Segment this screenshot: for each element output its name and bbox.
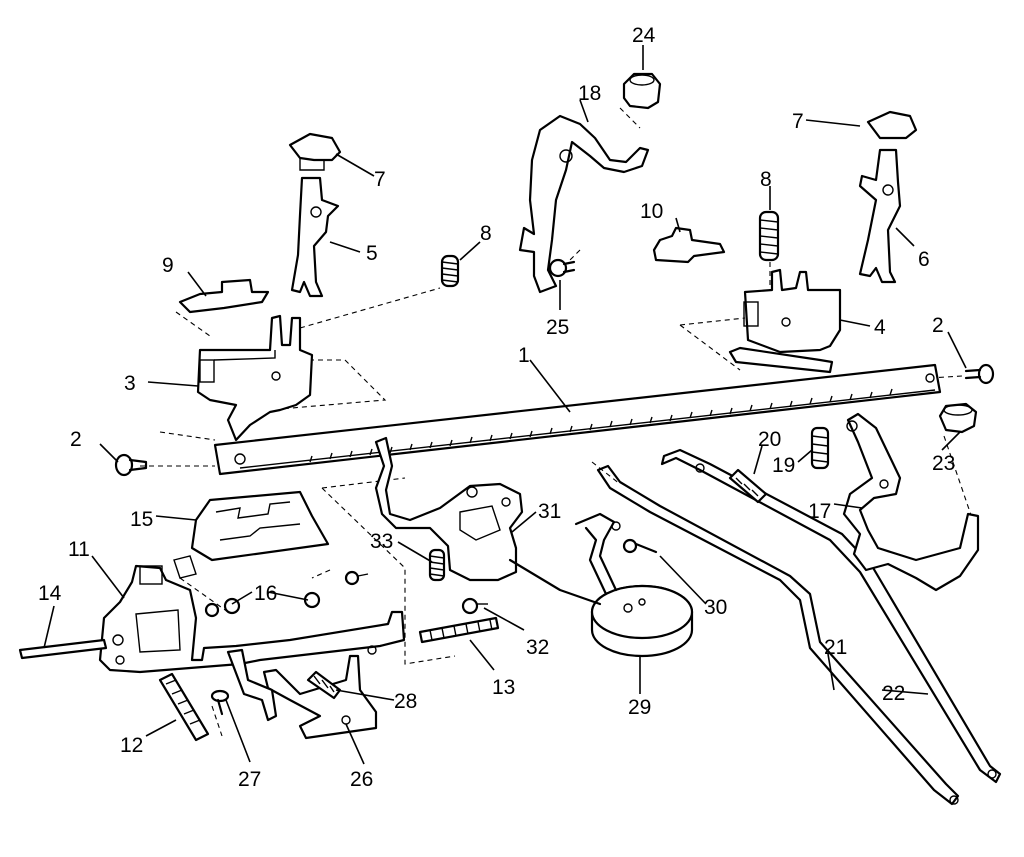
callout-7-right: 7 (792, 110, 804, 133)
callout-7-left: 7 (374, 168, 386, 191)
callout-30: 30 (704, 596, 727, 619)
callout-21: 21 (824, 636, 847, 659)
callout-12: 12 (120, 734, 143, 757)
part-23-cap (938, 402, 978, 434)
callout-labels: 1 2 2 3 4 5 6 7 7 8 8 9 10 11 12 13 14 1… (38, 24, 955, 791)
callout-4: 4 (874, 316, 886, 339)
part-22-long-link (660, 448, 1002, 784)
part-26-lower-lever (226, 648, 378, 740)
callout-8-left: 8 (480, 222, 492, 245)
part-27-screw (210, 689, 230, 716)
part-11-base-plate (98, 564, 406, 674)
part-8-spring-left (440, 254, 460, 288)
callout-15: 15 (130, 508, 153, 531)
callout-13: 13 (492, 676, 515, 699)
part-21-long-link (596, 464, 960, 806)
callout-26: 26 (350, 768, 373, 791)
part-30-screw (622, 538, 658, 554)
callout-25: 25 (546, 316, 569, 339)
assembly-guides (140, 107, 973, 737)
callout-14: 14 (38, 582, 62, 605)
part-15-top-plate (173, 490, 330, 579)
callout-31: 31 (538, 500, 561, 523)
part-3-left-bracket (196, 314, 314, 442)
part-16-screws (204, 570, 369, 618)
callout-28: 28 (394, 690, 417, 713)
part-7-knob-left (288, 132, 342, 171)
part-33-spring (428, 548, 446, 582)
part-9-left-clip (178, 278, 270, 314)
callout-6: 6 (918, 248, 930, 271)
callout-2-right: 2 (932, 314, 944, 337)
part-4-right-bracket (728, 268, 842, 374)
leader-lines (43, 45, 967, 765)
part-19-spring (810, 426, 830, 470)
part-2-screw-right (964, 363, 995, 385)
callout-27: 27 (238, 768, 261, 791)
part-24-cap (622, 72, 662, 110)
part-32-screw (461, 597, 488, 615)
callout-5: 5 (366, 242, 378, 265)
part-7-knob-right (866, 110, 918, 140)
part-12-spring (158, 672, 210, 742)
callout-9: 9 (162, 254, 174, 277)
callout-33: 33 (370, 530, 393, 553)
part-5-left-latch (290, 176, 340, 298)
callout-17: 17 (808, 500, 831, 523)
part-18-top-lever (518, 114, 650, 294)
callout-8-right: 8 (760, 168, 772, 191)
callout-24: 24 (632, 24, 656, 47)
callout-3: 3 (124, 372, 136, 395)
callout-16: 16 (254, 582, 277, 605)
callout-32: 32 (526, 636, 549, 659)
part-29-linkage-arm (508, 512, 621, 606)
callout-19: 19 (772, 454, 795, 477)
part-6-right-latch (858, 148, 902, 284)
callout-18: 18 (578, 82, 601, 105)
part-20-spring (695, 463, 768, 504)
part-10-right-clip (652, 226, 726, 264)
callout-1: 1 (518, 344, 530, 367)
callout-23: 23 (932, 452, 955, 475)
part-central-lever (374, 436, 524, 582)
part-1-rack-bar (213, 363, 942, 476)
part-13-spring (367, 616, 500, 655)
callout-20: 20 (758, 428, 781, 451)
part-17-side-lever (842, 412, 980, 592)
callout-11: 11 (68, 538, 90, 561)
part-25-screw (548, 258, 576, 278)
callout-10: 10 (640, 200, 663, 223)
part-29-cylinder (590, 584, 694, 658)
part-2-screw-left (114, 453, 148, 477)
part-8-spring-right (758, 210, 780, 262)
callout-2-left: 2 (70, 428, 82, 451)
callout-29: 29 (628, 696, 651, 719)
part-14-rod (18, 638, 108, 660)
callout-22: 22 (882, 682, 905, 705)
